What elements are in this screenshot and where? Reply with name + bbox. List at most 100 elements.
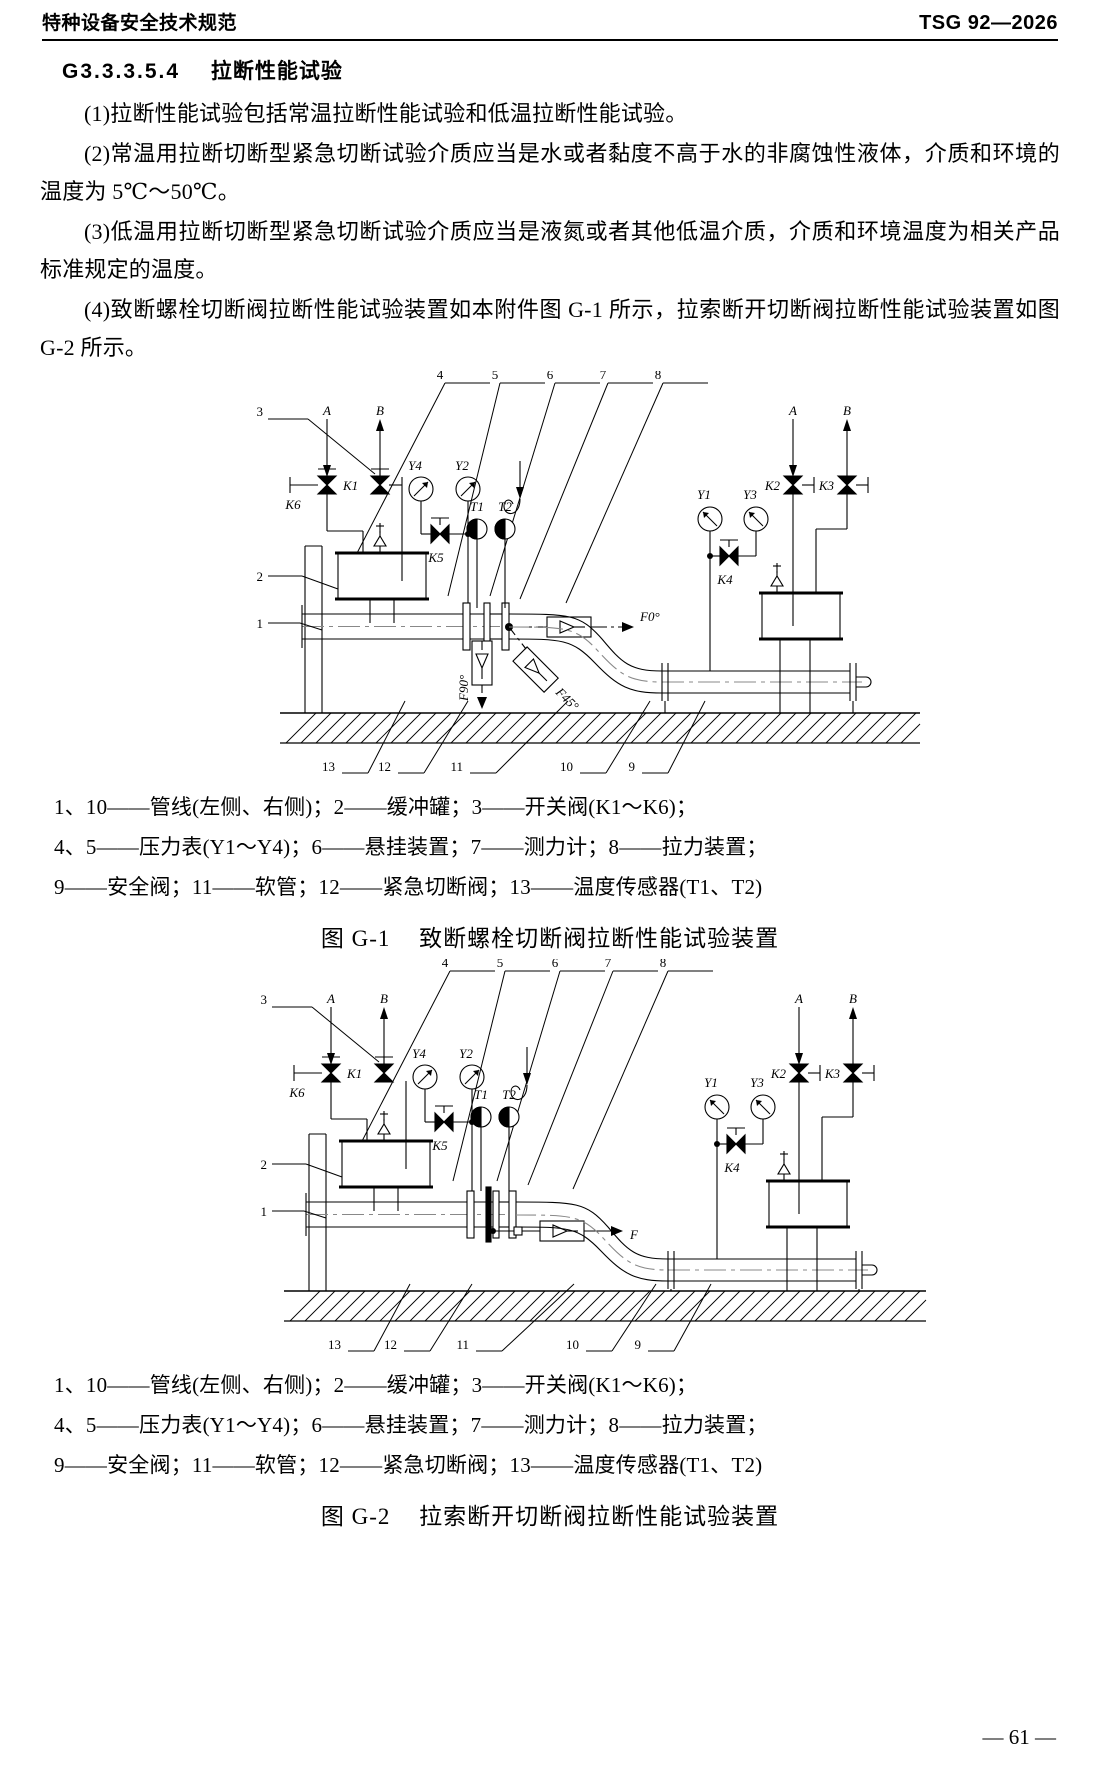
legend-line-1-g2: 1、10——管线(左侧、右侧)；2——缓冲罐；3——开关阀(K1～K6)； [54, 1373, 698, 1397]
cable-release-valve-g2 [466, 1186, 517, 1243]
callout-label-12: 12 [378, 759, 391, 774]
ground-hatching-g2 [284, 1290, 927, 1322]
paragraph-2: (2)常温用拉断切断型紧急切断试验介质应当是水或者黏度不高于水的非腐蚀性液体，介… [40, 141, 1060, 204]
callout-leaders-bottom-g2 [348, 1283, 712, 1352]
valve-k5 [430, 517, 450, 545]
clause-title-text: 拉断性能试验 [210, 60, 343, 83]
callout-label-10: 10 [560, 759, 573, 774]
port-a-arrow-right-g2 [795, 1053, 803, 1065]
figure-g1-number: 图 G-1 [320, 926, 391, 951]
header-title: 特种设备安全技术规范 [42, 13, 238, 34]
valve-label-k5-g2: K5 [431, 1138, 448, 1153]
page-number: — 61 — [982, 1725, 1057, 1749]
valve-label-k2: K2 [764, 478, 781, 493]
valve-label-k2-g2: K2 [770, 1066, 787, 1081]
valve-k1 [316, 468, 338, 495]
safety-valve-right [770, 563, 784, 593]
callout-label-11: 11 [450, 759, 463, 774]
pipe-right-run [661, 663, 872, 701]
gauge-label-y4-g2: Y4 [412, 1046, 426, 1061]
cable-connector-g2 [513, 1226, 523, 1236]
port-label-a-left-g2: A [326, 991, 335, 1006]
callout-label-7-g2: 7 [605, 959, 612, 970]
port-b-arrow-left [376, 419, 384, 431]
port-a-arrow-right [789, 465, 797, 477]
buffer-tank-left [335, 551, 429, 601]
figure-g1-legend: 1、10——管线(左侧、右侧)；2——缓冲罐；3——开关阀(K1～K6)； 4、… [54, 787, 1060, 907]
callout-label-9-g2: 9 [635, 1337, 642, 1352]
callout-label-4-g2: 4 [442, 959, 449, 970]
buffer-tank-right-g2 [766, 1179, 850, 1229]
force-label-f0: F0° [639, 609, 660, 624]
temp-sensor-t2 [494, 518, 516, 608]
hanging-device-left [503, 461, 524, 514]
page-header: 特种设备安全技术规范 TSG 92—2026 [40, 0, 1060, 39]
buffer-tank-left-g2 [339, 1139, 433, 1189]
callout-label-2: 2 [257, 569, 264, 584]
gauge-label-y4: Y4 [408, 458, 422, 473]
figure-g1: 4 5 6 7 8 3 A B [40, 371, 1060, 953]
hanging-device-left-g2 [510, 1047, 531, 1100]
pipe-left-run-g2 [306, 1201, 505, 1228]
temp-sensor-t2-g2 [498, 1106, 520, 1191]
figure-g2-number: 图 G-2 [320, 1504, 391, 1529]
gauge-y3 [743, 506, 769, 532]
valve-label-k5: K5 [427, 550, 444, 565]
valve-label-k1-g2: K1 [346, 1066, 362, 1081]
valve-k3-g2 [842, 1063, 875, 1083]
header-standard-code: TSG 92—2026 [919, 12, 1058, 34]
valve-b-left-g2 [373, 1056, 395, 1083]
port-label-a-left: A [322, 403, 331, 418]
force-label-f45: F45° [552, 684, 582, 714]
valve-k5-g2 [434, 1105, 454, 1133]
figure-g1-title: 致断螺栓切断阀拉断性能试验装置 [419, 926, 780, 951]
force-arrow-g2 [611, 1226, 623, 1236]
flexible-hose-left [508, 613, 663, 694]
gauge-label-y1-g2: Y1 [704, 1075, 718, 1090]
figure-g2-drawing: 4 5 6 7 8 3 A B [40, 959, 1060, 1359]
figure-g2-legend: 1、10——管线(左侧、右侧)；2——缓冲罐；3——开关阀(K1～K6)； 4、… [54, 1365, 1060, 1485]
port-b-arrow-left-g2 [380, 1007, 388, 1019]
callout-label-5-g2: 5 [497, 959, 504, 970]
gauge-y2 [455, 476, 481, 502]
safety-valve-left [373, 523, 387, 553]
gauge-y3-g2 [750, 1094, 776, 1120]
support-frame-left [304, 545, 395, 671]
callout-label-11-g2: 11 [456, 1337, 469, 1352]
callout-label-2-g2: 2 [261, 1157, 268, 1172]
callout-label-7: 7 [600, 371, 607, 382]
paragraph-4: (4)致断螺栓切断阀拉断性能试验装置如本附件图 G-1 所示，拉索断开切断阀拉断… [40, 297, 1060, 360]
figure-g2-svg: 4 5 6 7 8 3 A B [261, 959, 927, 1352]
valve-label-k4-g2: K4 [723, 1160, 740, 1175]
callout-label-12-g2: 12 [384, 1337, 397, 1352]
gauge-y4-g2 [412, 1064, 438, 1090]
force-meter-g2 [539, 1220, 585, 1242]
valve-k1-g2 [320, 1056, 342, 1083]
gauge-y1 [697, 506, 723, 532]
callout-label-5: 5 [492, 371, 499, 382]
callout-leaders-bottom [342, 700, 706, 774]
figure-g2-title: 拉索断开切断阀拉断性能试验装置 [419, 1504, 780, 1529]
gauge-label-y3-g2: Y3 [750, 1075, 764, 1090]
temp-sensor-label-t2: T2 [498, 499, 512, 514]
legend-line-3-g2: 9——安全阀；11——软管；12——紧急切断阀；13——温度传感器(T1、T2) [54, 1453, 763, 1477]
valve-label-k3-g2: K3 [824, 1066, 841, 1081]
callout-label-4: 4 [437, 371, 444, 382]
callout-label-8-g2: 8 [660, 959, 667, 970]
temp-sensor-label-t1-g2: T1 [474, 1087, 488, 1102]
temp-sensor-t1-g2 [470, 1106, 492, 1191]
ground-hatching [280, 712, 921, 744]
valve-k6-stub-g2 [293, 1065, 322, 1081]
port-label-a-right-g2: A [794, 991, 803, 1006]
port-label-a-right: A [788, 403, 797, 418]
force-label-f90: F90° [456, 675, 471, 702]
gauge-y1-g2 [704, 1094, 730, 1120]
legend-line-3: 9——安全阀；11——软管；12——紧急切断阀；13——温度传感器(T1、T2) [54, 875, 763, 899]
valve-label-k6: K6 [284, 497, 301, 512]
port-label-b-right-g2: B [849, 991, 857, 1006]
temp-sensor-t1 [466, 518, 488, 608]
paragraph-1: (1)拉断性能试验包括常温拉断性能试验和低温拉断性能试验。 [84, 101, 688, 126]
clause-number: G3.3.3.5.4 [62, 60, 181, 83]
flexible-hose-g2 [515, 1201, 669, 1282]
